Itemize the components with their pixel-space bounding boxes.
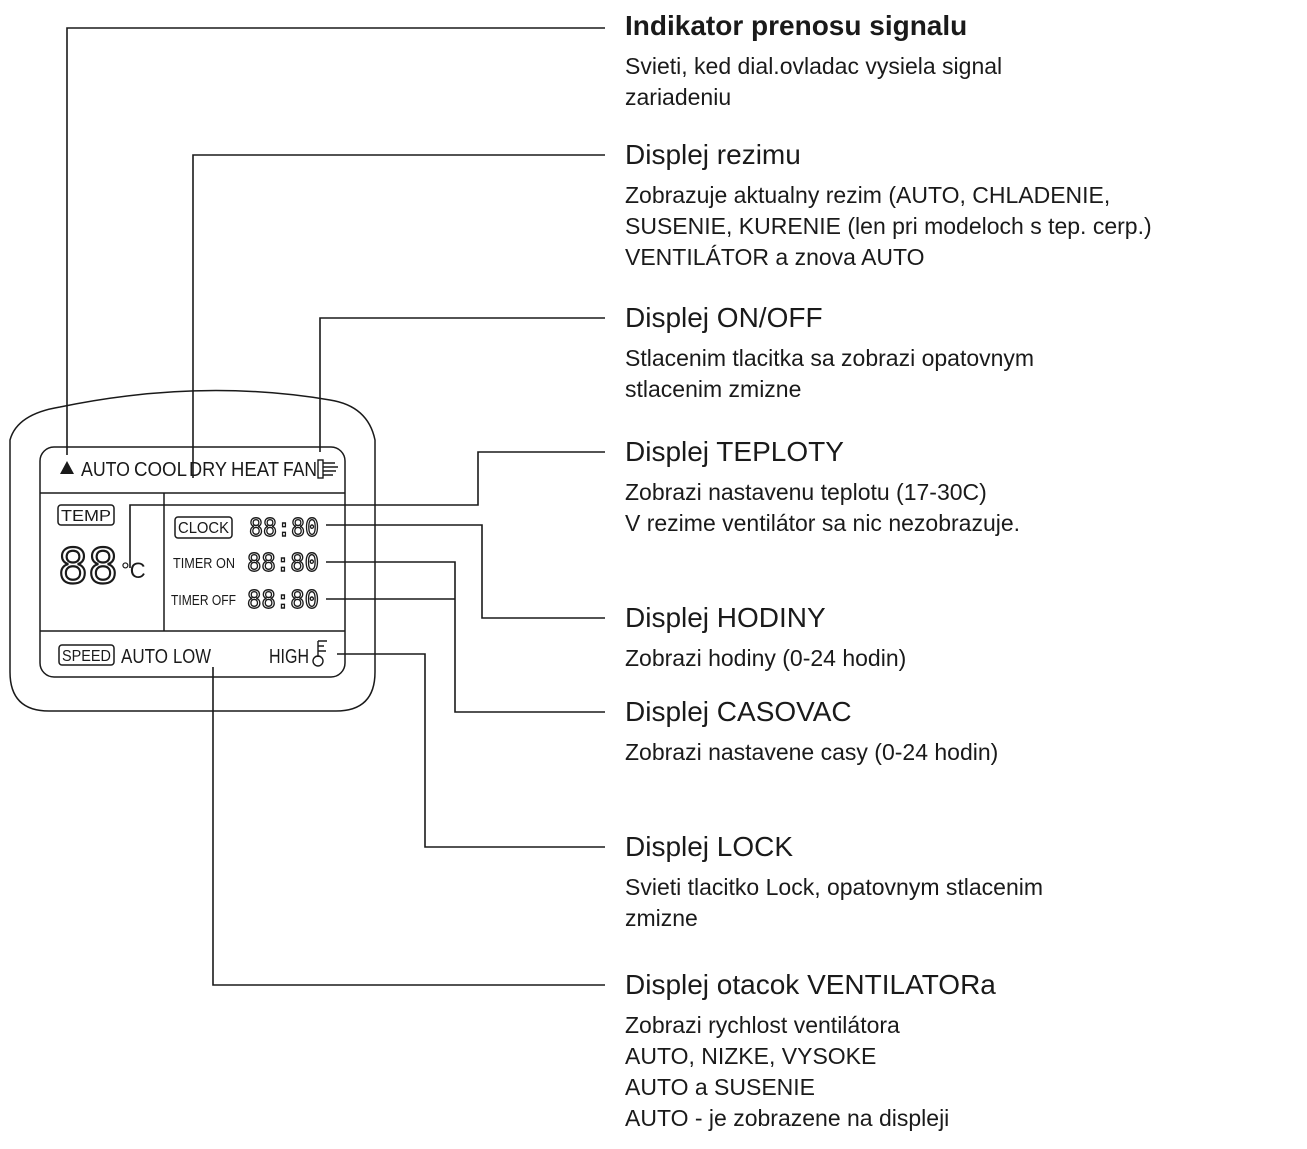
annotation-onoff: Displej ON/OFF Stlacenim tlacitka sa zob… xyxy=(625,301,1034,405)
lock-key-icon xyxy=(312,640,327,667)
timer-off-digits: 88:80 xyxy=(247,585,319,614)
speed-high-label: HIGH xyxy=(269,646,309,668)
annotation-desc: Zobrazi nastavenu teplotu (17-30C) V rez… xyxy=(625,477,1020,539)
mode-fan-label: FAN xyxy=(283,459,317,481)
annotation-desc: Zobrazi hodiny (0-24 hodin) xyxy=(625,643,906,674)
annotation-clock: Displej HODINY Zobrazi hodiny (0-24 hodi… xyxy=(625,601,906,674)
annotation-title: Displej LOCK xyxy=(625,831,794,862)
annotation-timer: Displej CASOVAC Zobrazi nastavene casy (… xyxy=(625,695,998,768)
timer-on-digits: 88:80 xyxy=(247,548,319,577)
mode-cool-label: COOL xyxy=(134,459,187,481)
timer-off-label: TIMER OFF xyxy=(171,592,236,609)
annotation-line: zariadeniu xyxy=(625,84,732,110)
annotation-title: Displej HODINY xyxy=(625,602,826,633)
temp-digits: 88 xyxy=(58,539,118,595)
annotation-fan: Displej otacok VENTILATORa Zobrazi rychl… xyxy=(625,968,996,1134)
annotation-desc: Zobrazi nastavene casy (0-24 hodin) xyxy=(625,737,998,768)
annotation-desc: Zobrazi rychlost ventilátora AUTO, NIZKE… xyxy=(625,1010,996,1134)
mode-heat-label: HEAT xyxy=(231,459,279,481)
temp-badge-label: TEMP xyxy=(61,508,111,525)
leader-lock xyxy=(337,653,605,848)
annotation-title: Displej ON/OFF xyxy=(625,302,823,333)
leader-temp xyxy=(129,451,605,568)
clock-badge-frame xyxy=(174,516,233,539)
leader-signal xyxy=(66,27,605,455)
leader-fan xyxy=(212,667,605,986)
annotation-line: Svieti, ked dial.ovladac vysiela signal xyxy=(625,53,1003,79)
leader-mode xyxy=(192,154,605,478)
clock-badge-label: CLOCK xyxy=(178,520,229,537)
annotation-line: stlacenim zmizne xyxy=(625,376,802,402)
timer-on-label: TIMER ON xyxy=(173,555,235,572)
leader-clock xyxy=(326,524,605,619)
annotation-desc: Zobrazuje aktualny rezim (AUTO, CHLADENI… xyxy=(625,180,1152,273)
clock-digits: 88:80 xyxy=(249,513,319,542)
annotation-desc: Svieti tlacitko Lock, opatovnym stlaceni… xyxy=(625,872,1043,934)
annotation-desc: Stlacenim tlacitka sa zobrazi opatovnym … xyxy=(625,343,1034,405)
temp-badge-frame xyxy=(57,504,115,526)
annotation-title: Indikator prenosu signalu xyxy=(625,10,968,41)
annotation-line: Zobrazuje aktualny rezim (AUTO, CHLADENI… xyxy=(625,182,1111,208)
annotation-line: V rezime ventilátor sa nic nezobrazuje. xyxy=(625,510,1021,536)
annotation-line: SUSENIE, KURENIE (len pri modeloch s tep… xyxy=(625,213,1152,239)
speed-badge-frame xyxy=(58,644,115,666)
speed-badge-label: SPEED xyxy=(62,648,111,665)
annotation-title: Displej rezimu xyxy=(625,139,801,170)
annotation-line: AUTO - je zobrazene na displeji xyxy=(625,1105,950,1131)
annotation-line: VENTILÁTOR a znova AUTO xyxy=(625,244,925,270)
annotation-line: Stlacenim tlacitka sa zobrazi opatovnym xyxy=(625,345,1035,371)
annotation-line: Zobrazi hodiny (0-24 hodin) xyxy=(625,645,907,671)
annotation-line: Zobrazi nastavene casy (0-24 hodin) xyxy=(625,739,999,765)
temp-unit: °C xyxy=(121,558,146,583)
annotation-title: Displej otacok VENTILATORa xyxy=(625,969,996,1000)
annotation-line: Zobrazi rychlost ventilátora xyxy=(625,1012,900,1038)
signal-triangle-icon xyxy=(60,461,74,474)
speed-auto-label: AUTO xyxy=(121,646,168,668)
annotation-line: zmizne xyxy=(625,905,698,931)
annotation-line: AUTO, NIZKE, VYSOKE xyxy=(625,1043,877,1069)
annotation-line: Svieti tlacitko Lock, opatovnym stlaceni… xyxy=(625,874,1044,900)
annotation-mode: Displej rezimu Zobrazuje aktualny rezim … xyxy=(625,138,1152,273)
annotation-signal: Indikator prenosu signalu Svieti, ked di… xyxy=(625,9,1002,113)
mode-dry-label: DRY xyxy=(189,459,227,481)
annotation-line: AUTO a SUSENIE xyxy=(625,1074,816,1100)
mode-auto-label: AUTO xyxy=(81,459,130,481)
speed-low-label: LOW xyxy=(173,646,211,668)
annotation-temp: Displej TEPLOTY Zobrazi nastavenu teplot… xyxy=(625,435,1020,539)
leader-timer xyxy=(326,561,605,713)
leader-onoff xyxy=(319,317,605,452)
annotation-line: Zobrazi nastavenu teplotu (17-30C) xyxy=(625,479,987,505)
annotation-title: Displej TEPLOTY xyxy=(625,436,844,467)
swing-icon xyxy=(317,459,338,479)
annotation-title: Displej CASOVAC xyxy=(625,696,852,727)
annotation-desc: Svieti, ked dial.ovladac vysiela signal … xyxy=(625,51,1002,113)
remote-body-outline xyxy=(9,389,376,712)
annotation-lock: Displej LOCK Svieti tlacitko Lock, opato… xyxy=(625,830,1043,934)
